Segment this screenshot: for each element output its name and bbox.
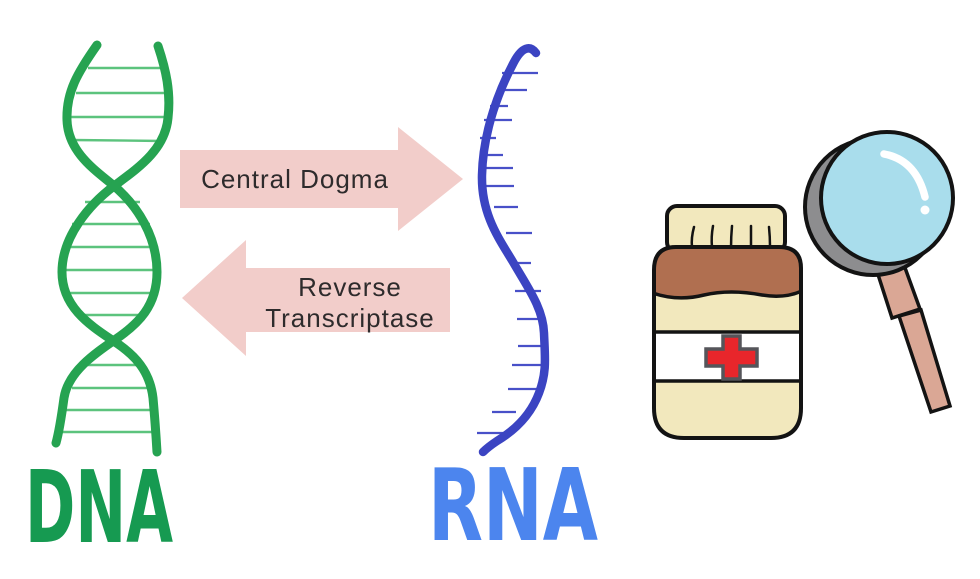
- lens-highlight-dot: [920, 205, 930, 215]
- magnifier-lens: [819, 130, 955, 266]
- bottle-brown-band: [654, 247, 801, 299]
- dna-rungs: [60, 66, 168, 434]
- reverse-arrow-label-line2: Transcriptase: [265, 303, 435, 333]
- lens-highlight-arc: [880, 150, 929, 201]
- bottle-brown-band-edge: [654, 288, 801, 300]
- central-dogma-arrow: Central Dogma: [180, 127, 463, 231]
- magnifying-glass-icon: [803, 130, 955, 415]
- central-dogma-arrow-label: Central Dogma: [201, 164, 389, 194]
- magnifier-handle: [896, 307, 953, 415]
- rna-label: RNA: [428, 447, 598, 564]
- bottle-body-outline: [652, 245, 803, 440]
- red-cross-icon: [704, 334, 759, 381]
- rna-strand-path: [477, 44, 550, 457]
- dna-label: DNA: [25, 449, 173, 566]
- dna-helix-illustration: [51, 40, 174, 457]
- medicine-bottle-icon: [652, 204, 803, 440]
- dna-strands: [51, 40, 174, 457]
- reverse-transcriptase-arrow-shape: [182, 240, 450, 356]
- reverse-arrow-label-line1: Reverse: [298, 272, 402, 302]
- central-dogma-arrow-shape: [180, 127, 463, 231]
- rna-strand-illustration: [477, 44, 550, 457]
- reverse-transcriptase-arrow: Reverse Transcriptase: [182, 240, 450, 356]
